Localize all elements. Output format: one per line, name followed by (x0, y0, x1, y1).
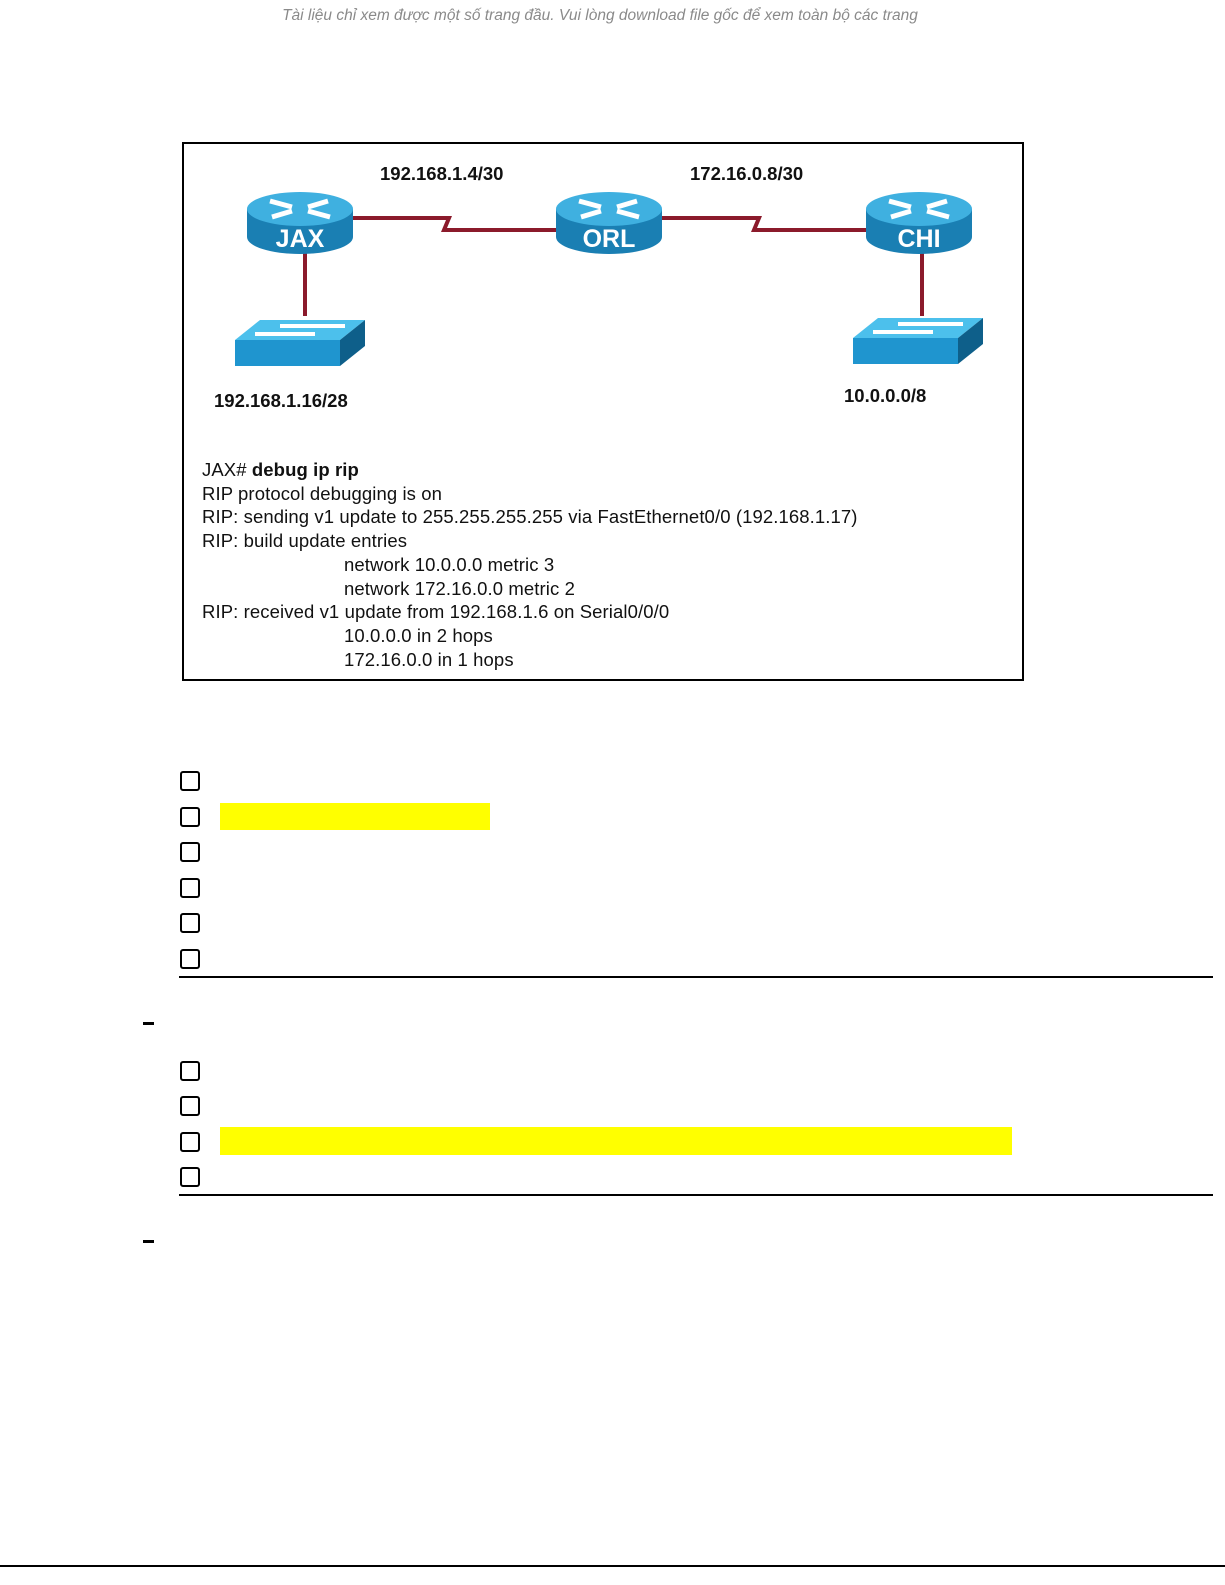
option-checkbox-2[interactable] (180, 807, 200, 827)
network-topology-diagram: JAX ORL CHI 192.168.1.4/30 172.16.0.8/30… (182, 142, 1024, 681)
highlighted-answer (220, 1127, 1012, 1155)
link-label-jax-orl: 192.168.1.4/30 (380, 163, 503, 184)
question-marker (143, 1240, 154, 1243)
highlighted-answer (220, 803, 490, 830)
option-checkbox-1[interactable] (180, 771, 200, 791)
option-checkbox-4[interactable] (180, 1167, 200, 1187)
cli-command: debug ip rip (251, 459, 359, 480)
cli-line: RIP: sending v1 update to 255.255.255.25… (202, 506, 858, 528)
watermark-banner: Tài liệu chỉ xem được một số trang đầu. … (282, 7, 918, 24)
cli-line: 172.16.0.0 in 1 hops (344, 648, 514, 670)
cli-line: RIP: received v1 update from 192.168.1.6… (202, 601, 670, 623)
switch-icon-chi (851, 316, 985, 366)
cli-prompt: JAX# (202, 459, 247, 480)
debug-output: JAX# debug ip rip RIP protocol debugging… (202, 458, 858, 671)
link-label-orl-chi: 172.16.0.8/30 (690, 163, 803, 184)
option-checkbox-6[interactable] (180, 949, 200, 969)
option-checkbox-2[interactable] (180, 1096, 200, 1116)
router-label-chi: CHI (897, 225, 940, 253)
divider (179, 1194, 1213, 1196)
cli-line: RIP protocol debugging is on (202, 482, 443, 504)
option-checkbox-3[interactable] (180, 842, 200, 862)
divider (179, 976, 1213, 978)
switch-icon-jax (233, 318, 367, 368)
page-bottom-border (0, 1565, 1225, 1567)
serial-link-orl-chi (662, 216, 869, 232)
serial-link-jax-orl (352, 216, 559, 232)
cli-line: RIP: build update entries (202, 530, 408, 552)
option-checkbox-1[interactable] (180, 1061, 200, 1081)
cli-line: network 10.0.0.0 metric 3 (344, 553, 555, 575)
question-marker (143, 1022, 154, 1025)
cli-line: 10.0.0.0 in 2 hops (344, 624, 493, 646)
option-checkbox-5[interactable] (180, 913, 200, 933)
option-checkbox-3[interactable] (180, 1132, 200, 1152)
lan-label-jax: 192.168.1.16/28 (214, 390, 348, 411)
router-label-jax: JAX (276, 225, 325, 253)
option-checkbox-4[interactable] (180, 878, 200, 898)
lan-label-chi: 10.0.0.0/8 (844, 385, 926, 406)
cli-line: network 172.16.0.0 metric 2 (344, 577, 575, 599)
router-label-orl: ORL (583, 225, 636, 253)
